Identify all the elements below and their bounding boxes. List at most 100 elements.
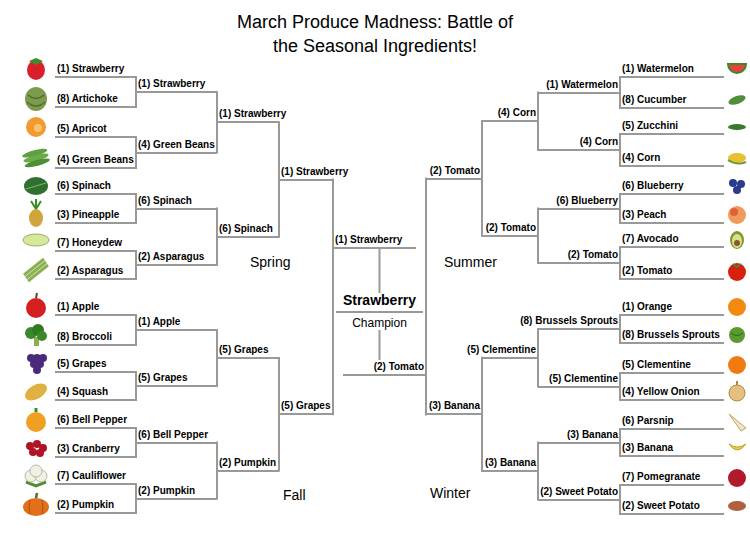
bracket-slot: (5) Grapes xyxy=(217,342,279,359)
tomato-icon xyxy=(728,263,746,281)
bell-pepper-icon xyxy=(26,408,46,432)
bracket-slot: (7) Cauliflower xyxy=(55,468,136,485)
bracket-slot: (5) Clementine xyxy=(620,357,724,374)
bracket-slot: (7) Avocado xyxy=(620,231,724,248)
bracket-slot: (2) Pumpkin xyxy=(217,455,279,472)
bracket-slot: (3) Banana xyxy=(620,440,724,457)
bracket-slot: (3) Banana xyxy=(538,427,620,444)
pomegranate-icon xyxy=(728,469,746,487)
entry-name: (4) Corn xyxy=(580,136,618,148)
bracket-slot: (2) Pumpkin xyxy=(55,497,136,514)
bracket-slot: (1) Apple xyxy=(55,299,136,316)
cranberry-icon xyxy=(26,440,47,457)
entry-name: (5) Clementine xyxy=(549,373,618,385)
bracket-slot: (1) Orange xyxy=(620,299,724,316)
bracket-slot: (4) Corn xyxy=(482,105,538,122)
entry-name: (2) Pumpkin xyxy=(57,499,114,511)
entry-name: (5) Clementine xyxy=(622,359,691,371)
bracket-slot: (1) Watermelon xyxy=(538,77,620,94)
bracket-connector xyxy=(481,121,483,178)
entry-name: (7) Avocado xyxy=(622,233,679,245)
bracket-connector xyxy=(537,93,539,122)
bracket-slot: (1) Watermelon xyxy=(620,61,724,78)
bracket-connector xyxy=(135,209,137,224)
entry-name: (6) Bell Pepper xyxy=(138,429,208,441)
bracket-connector xyxy=(537,209,539,236)
bracket-slot: (4) Corn xyxy=(538,134,620,151)
entry-name: (6) Blueberry xyxy=(622,180,684,192)
bracket-connector xyxy=(379,248,381,292)
entry-name: (6) Blueberry xyxy=(556,195,618,207)
bracket-slot: (5) Apricot xyxy=(55,121,136,138)
bracket-connector xyxy=(135,499,137,514)
entry-name: (1) Strawberry xyxy=(219,108,286,120)
entry-name: (8) Brussels Sprouts xyxy=(520,315,618,327)
bracket-slot: (1) Apple xyxy=(136,314,217,331)
bracket-connector xyxy=(135,443,137,458)
parsnip-icon xyxy=(729,414,746,431)
bracket-slot: (7) Pomegranate xyxy=(620,469,724,486)
entry-name: (1) Strawberry xyxy=(281,166,348,178)
bracket-slot: (6) Parsnip xyxy=(620,413,724,430)
bracket-slot: (5) Zucchini xyxy=(620,118,724,135)
bracket-slot: (3) Banana xyxy=(426,398,482,415)
bracket-slot: (3) Pineapple xyxy=(55,207,136,224)
entry-name: (5) Grapes xyxy=(138,372,187,384)
bracket-connector xyxy=(135,92,137,107)
entry-name: (3) Banana xyxy=(485,457,536,469)
bracket-slot: (4) Squash xyxy=(55,384,136,401)
bracket-slot: (1) Strawberry xyxy=(55,61,136,78)
bracket-slot: (2) Sweet Potato xyxy=(538,484,620,501)
entry-name: (1) Apple xyxy=(57,301,99,313)
bracket-connector xyxy=(619,247,621,263)
season-label: Fall xyxy=(283,487,306,504)
bracket-connector xyxy=(135,265,137,279)
entry-name: (2) Asparagus xyxy=(57,265,123,277)
bracket-slot: (1) Strawberry xyxy=(217,106,279,123)
bracket-connector xyxy=(216,237,218,265)
bracket-slot: (8) Cucumber xyxy=(620,92,724,109)
clementine-icon xyxy=(728,356,746,374)
bracket-slot: (8) Brussels Sprouts xyxy=(620,327,724,344)
bracket-slot: (5) Clementine xyxy=(482,342,538,359)
squash-icon xyxy=(22,380,50,404)
bracket-slot: (1) Strawberry xyxy=(279,164,333,181)
entry-name: (3) Banana xyxy=(622,442,673,454)
entry-name: (1) Orange xyxy=(622,301,672,313)
broccoli-icon xyxy=(25,324,47,346)
brussels-sprouts-icon xyxy=(729,327,745,343)
bracket-connector xyxy=(216,471,218,499)
apricot-icon xyxy=(26,117,46,137)
entry-name: (1) Strawberry xyxy=(57,63,124,75)
bracket-slot: (6) Blueberry xyxy=(538,193,620,210)
bracket-slot: (6) Spinach xyxy=(136,193,217,210)
artichoke-icon xyxy=(25,87,47,111)
cucumber-icon xyxy=(727,93,747,107)
entry-name: (5) Zucchini xyxy=(622,120,678,132)
bracket-slot: (2) Asparagus xyxy=(55,263,136,280)
bracket-slot: (2) Tomato xyxy=(426,163,482,180)
entry-name: (6) Spinach xyxy=(57,180,111,192)
entry-name: (4) Squash xyxy=(57,386,108,398)
bracket-connector xyxy=(619,134,621,150)
bracket-slot: (2) Asparagus xyxy=(136,249,217,266)
entry-name: (6) Bell Pepper xyxy=(57,414,127,426)
entry-name: (3) Pineapple xyxy=(57,209,119,221)
bracket-connector xyxy=(425,179,427,376)
entry-name: (7) Cauliflower xyxy=(57,470,126,482)
chart-title: March Produce Madness: Battle of the Sea… xyxy=(230,10,520,58)
entry-name: (6) Parsnip xyxy=(622,415,674,427)
entry-name: (2) Pumpkin xyxy=(219,457,276,469)
bracket-slot: (5) Grapes xyxy=(279,398,333,415)
bracket-connector xyxy=(481,358,483,415)
avocado-icon xyxy=(730,231,744,249)
entry-name: (2) Sweet Potato xyxy=(622,500,700,512)
entry-name: (6) Spinach xyxy=(138,195,192,207)
entry-name: (2) Tomato xyxy=(430,165,480,177)
bracket-slot: (8) Broccoli xyxy=(55,329,136,346)
entry-name: (3) Banana xyxy=(567,429,618,441)
zucchini-icon xyxy=(728,124,746,130)
entry-name: (5) Apricot xyxy=(57,123,107,135)
bracket-connector xyxy=(135,386,137,400)
